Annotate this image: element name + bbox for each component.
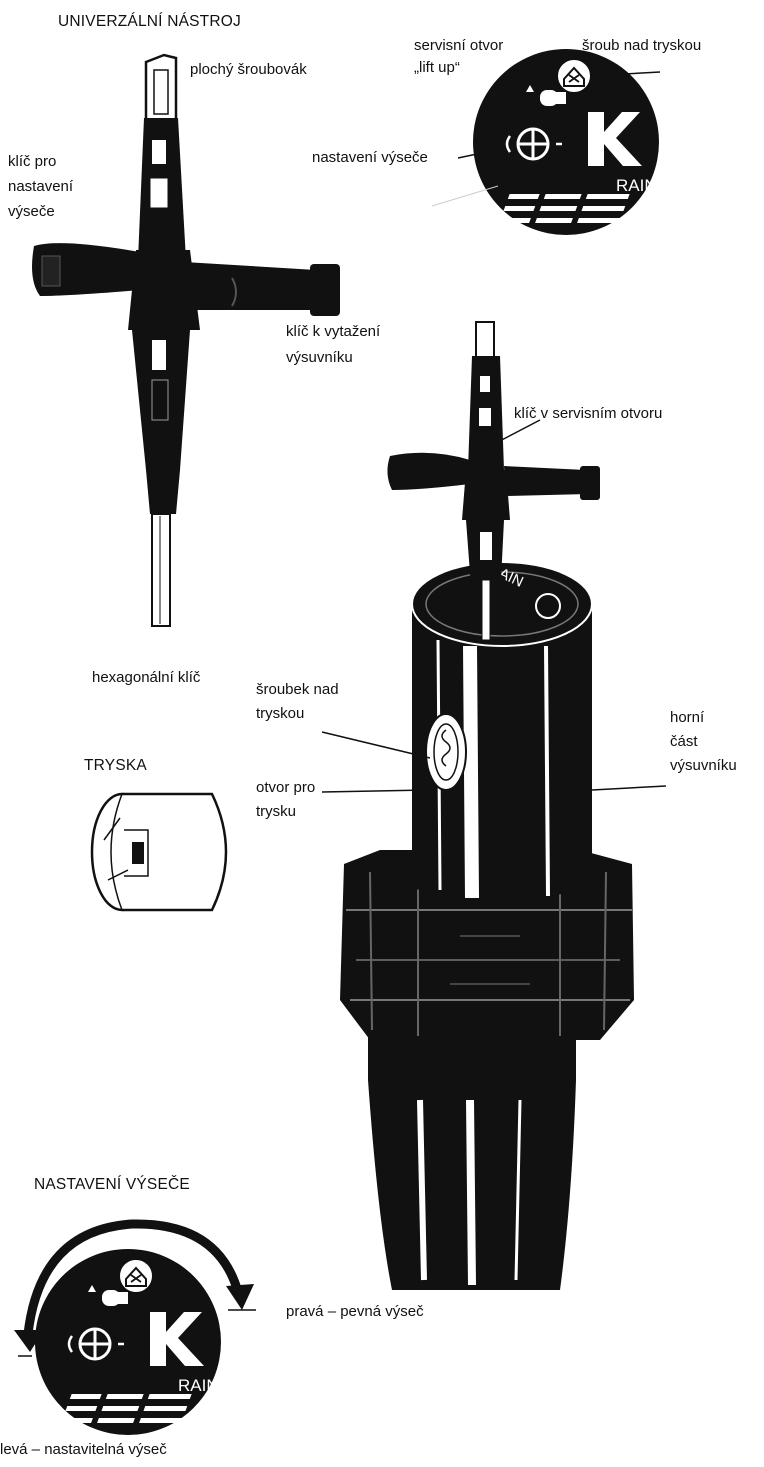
label-key-in-hole: klíč v servisním otvoru bbox=[514, 405, 663, 422]
label-arc-right: pravá – pevná výseč bbox=[286, 1303, 424, 1320]
key-in-sprinkler bbox=[387, 321, 600, 641]
label-screw-1: šroubek nad bbox=[256, 681, 339, 698]
label-flat-screwdriver: plochý šroubovák bbox=[190, 61, 307, 78]
label-screw-2: tryskou bbox=[256, 705, 305, 722]
label-service-hole-1: servisní otvor bbox=[414, 37, 504, 54]
cap-top bbox=[471, 47, 661, 237]
label-nozzle-screw: šroub nad tryskou bbox=[582, 37, 702, 54]
label-arc-key-2: nastavení bbox=[8, 178, 74, 195]
label-arc-adjust: nastavení výseče bbox=[312, 149, 428, 166]
label-riser-top-2: část bbox=[670, 733, 698, 750]
label-riser-key-2: výsuvníku bbox=[286, 349, 353, 366]
nozzle bbox=[90, 792, 228, 912]
heading-arc: NASTAVENÍ VÝSEČE bbox=[34, 1176, 190, 1193]
sprinkler-body: RAIN bbox=[340, 560, 634, 1290]
label-service-hole-2: „lift up“ bbox=[414, 59, 460, 76]
heading-nozzle: TRYSKA bbox=[84, 757, 147, 774]
label-riser-top-1: horní bbox=[670, 709, 705, 726]
label-riser-top-3: výsuvníku bbox=[670, 757, 737, 774]
cap-top-brand: RAIN bbox=[616, 176, 657, 195]
label-riser-key-1: klíč k vytažení bbox=[286, 323, 381, 340]
label-arc-left: levá – nastavitelná výseč bbox=[0, 1441, 167, 1458]
universal-tool bbox=[32, 53, 340, 627]
cap-arc-brand: RAIN bbox=[178, 1376, 219, 1395]
label-nozzle-hole-1: otvor pro bbox=[256, 779, 316, 796]
label-arc-key-1: klíč pro bbox=[8, 153, 57, 170]
label-nozzle-hole-2: trysku bbox=[256, 803, 297, 820]
arc-arrow bbox=[23, 1219, 243, 1335]
arc-adjust-cap bbox=[33, 1247, 223, 1437]
label-hex-key: hexagonální klíč bbox=[92, 669, 201, 686]
label-arc-key-3: výseče bbox=[8, 203, 55, 220]
heading-tool: UNIVERZÁLNÍ NÁSTROJ bbox=[58, 13, 241, 30]
